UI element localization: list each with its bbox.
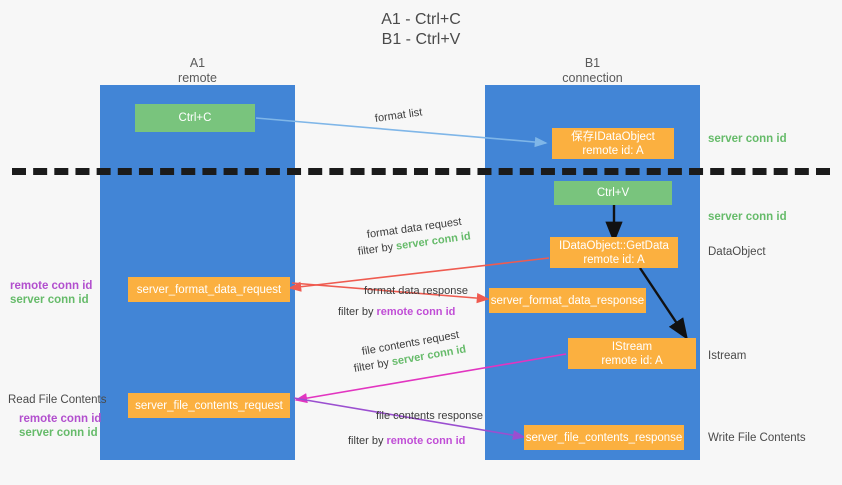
node-save-idataobject-line2: remote id: A (582, 144, 644, 157)
label-remote-conn-id-mid: remote conn id (10, 280, 93, 292)
label-remote-conn-id-bottom: remote conn id (19, 413, 102, 425)
edge-label-format-list: format list (374, 106, 424, 125)
lane-header-b1-name: B1 (584, 56, 601, 70)
lane-header-a1-subtitle: remote (178, 71, 217, 85)
edge-label-format-data-response-filter-value: remote conn id (376, 306, 456, 318)
node-istream[interactable]: IStream remote id: A (568, 338, 696, 369)
node-ctrl-c[interactable]: Ctrl+C (135, 104, 255, 132)
phase-divider (12, 168, 830, 175)
edge-label-format-data-response-filter: filter by remote conn id (338, 305, 455, 319)
edge-label-file-contents-response-filter-prefix: filter by (348, 435, 387, 447)
node-server-format-data-request-label: server_format_data_request (136, 283, 282, 296)
lane-header-b1: B1 connection (485, 56, 700, 86)
node-save-idataobject[interactable]: 保存IDataObject remote id: A (552, 128, 674, 159)
label-read-file-contents: Read File Contents (8, 394, 107, 406)
label-server-conn-id-mid: server conn id (10, 294, 89, 306)
node-ctrl-v[interactable]: Ctrl+V (554, 181, 672, 205)
diagram-title-line-2: B1 - Ctrl+V (381, 31, 461, 48)
edge-label-file-contents-response: file contents response (376, 410, 484, 422)
node-ctrl-c-label: Ctrl+C (178, 112, 212, 124)
diagram-title-line-1: A1 - Ctrl+C (381, 11, 461, 28)
node-istream-line2: remote id: A (601, 354, 663, 367)
node-server-format-data-request[interactable]: server_format_data_request (128, 277, 290, 302)
node-server-format-data-response[interactable]: server_format_data_response (489, 288, 646, 313)
node-server-format-data-response-label: server_format_data_response (490, 294, 645, 307)
node-server-file-contents-response-label: server_file_contents_response (525, 431, 683, 444)
lane-header-a1: A1 remote (100, 56, 295, 86)
lane-header-a1-name: A1 (189, 56, 206, 70)
node-server-file-contents-request[interactable]: server_file_contents_request (128, 393, 290, 418)
label-istream: Istream (708, 350, 747, 362)
node-save-idataobject-line1: 保存IDataObject (571, 130, 655, 143)
node-idataobject-getdata-line1: IDataObject::GetData (559, 239, 669, 252)
edge-label-file-contents-response-filter-value: remote conn id (386, 435, 466, 447)
edge-label-file-contents-response-filter: filter by remote conn id (348, 434, 465, 448)
node-idataobject-getdata[interactable]: IDataObject::GetData remote id: A (550, 237, 678, 268)
edge-label-format-data-request-filter-prefix: filter by (357, 240, 397, 258)
node-server-file-contents-response[interactable]: server_file_contents_response (524, 425, 684, 450)
label-server-conn-id-bottom: server conn id (19, 427, 98, 439)
node-server-file-contents-request-label: server_file_contents_request (135, 399, 283, 412)
label-server-conn-id-second: server conn id (708, 211, 787, 223)
label-server-conn-id-top: server conn id (708, 133, 787, 145)
label-write-file-contents: Write File Contents (708, 432, 806, 444)
lane-header-b1-subtitle: connection (562, 71, 623, 85)
node-idataobject-getdata-line2: remote id: A (583, 253, 645, 266)
edge-label-format-data-response: format data response (364, 285, 468, 297)
node-istream-line1: IStream (611, 340, 653, 353)
edge-label-file-contents-request-filter-prefix: filter by (352, 356, 393, 375)
edge-label-format-data-response-filter-prefix: filter by (338, 306, 377, 318)
label-dataobject: DataObject (708, 246, 766, 258)
node-ctrl-v-label: Ctrl+V (596, 187, 630, 199)
